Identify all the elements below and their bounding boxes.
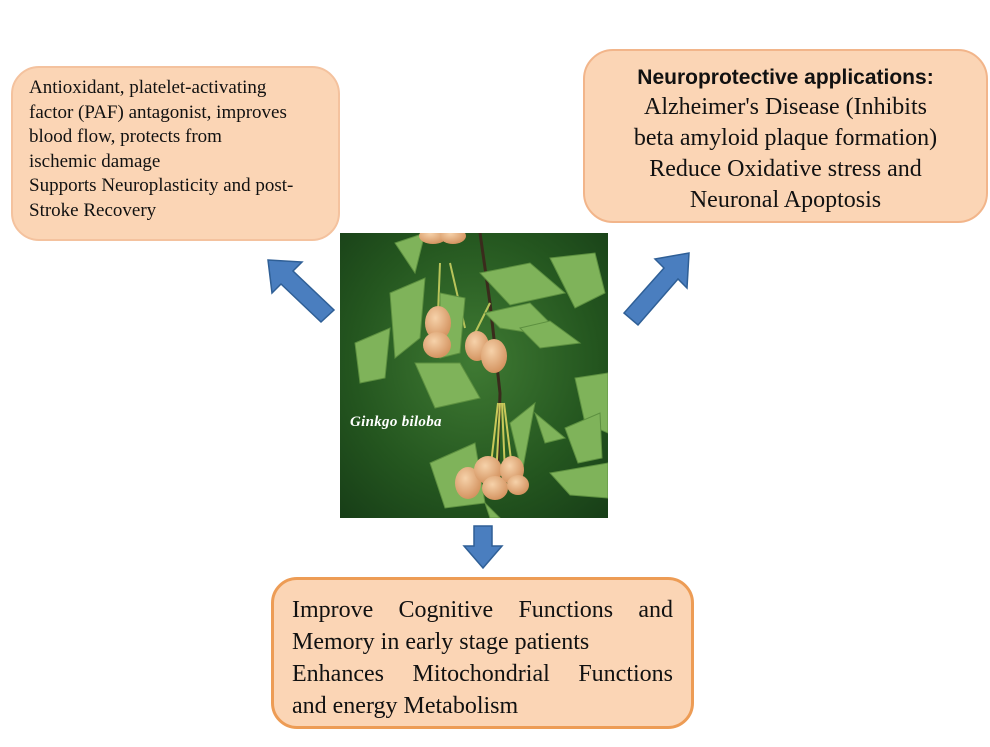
effects-box-top-left: Antioxidant, platelet-activating factor … — [11, 66, 340, 241]
box-line: ischemic damage — [29, 150, 161, 172]
box-line: Enhances Mitochondrial Functions — [292, 661, 673, 687]
ginkgo-photo: Ginkgo biloba — [340, 233, 608, 518]
box-title: Neuroprotective applications: — [637, 66, 934, 89]
arrow-up-left-icon — [267, 259, 336, 324]
ginkgo-illustration — [340, 233, 608, 518]
box-line: Alzheimer's Disease (Inhibits — [644, 94, 927, 120]
box-line: beta amyloid plaque formation) — [633, 125, 938, 151]
box-line: Reduce Oxidative stress and — [649, 156, 922, 182]
box-line: Memory in early stage patients — [292, 629, 590, 655]
neuroprotective-box: Neuroprotective applications: Alzheimer'… — [583, 49, 988, 223]
box-line: Supports Neuroplasticity and post- — [29, 175, 294, 196]
box-line: Improve Cognitive Functions and — [292, 597, 673, 623]
box-line: and energy Metabolism — [292, 693, 519, 719]
cognitive-box: Improve Cognitive Functions and Memory i… — [271, 577, 694, 729]
box-line: Neuronal Apoptosis — [689, 187, 882, 213]
arrow-down-icon — [462, 525, 504, 570]
arrow-up-right-icon — [622, 252, 690, 327]
box-line: Antioxidant, platelet-activating — [29, 77, 267, 98]
species-caption: Ginkgo biloba — [350, 414, 442, 430]
box-line: blood flow, protects from — [29, 126, 222, 147]
box-line: Stroke Recovery — [29, 199, 157, 221]
box-line: factor (PAF) antagonist, improves — [29, 101, 287, 123]
